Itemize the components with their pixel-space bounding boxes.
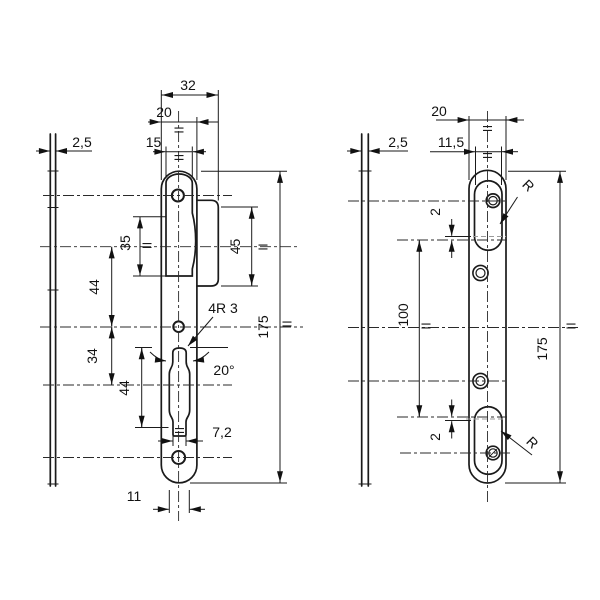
dim-left-tab-height: 45 [227, 239, 243, 255]
dim-right-slot-width: 11,5 [438, 134, 464, 150]
dim-left-overall-width: 32 [180, 77, 196, 93]
dim-right-thickness: 2,5 [388, 134, 408, 150]
dim-right-overall-height: 175 [534, 337, 550, 361]
note-corner-radius: 4R 3 [208, 300, 238, 316]
note-radius-bottom: R [523, 433, 541, 451]
dim-left-spacing-middle: 34 [84, 348, 100, 364]
bent-tab [196, 199, 220, 287]
note-radius-top: R [519, 176, 537, 194]
note-bend-angle: 20° [213, 362, 234, 378]
dim-right-slot-spacing: 100 [395, 303, 411, 327]
dim-left-cutout-width: 15 [146, 134, 162, 150]
right-extension-lines [468, 116, 566, 484]
left-dimensions: 2,5 32 20 15 35 45 44 [36, 77, 293, 513]
right-side-view [358, 133, 372, 487]
dim-left-overall-height: 175 [255, 315, 271, 339]
left-side-view [47, 133, 59, 487]
dim-left-cutout-height: 35 [117, 235, 133, 251]
dim-left-spacing-upper: 44 [86, 279, 102, 295]
dim-left-slot-length: 44 [116, 380, 132, 396]
left-centerlines [40, 111, 303, 521]
dim-right-offset-bottom: 2 [427, 433, 443, 441]
dim-right-offset-top: 2 [427, 208, 443, 216]
screw-slot-bottom [473, 405, 503, 476]
dim-left-slot-width: 11 [127, 488, 142, 504]
dim-left-plate-width: 20 [156, 104, 172, 120]
bolt-slot [168, 347, 191, 437]
dim-right-plate-width: 20 [431, 103, 447, 119]
dim-left-slot-waist: 7,2 [212, 424, 232, 440]
right-dimensions: 2,5 20 11,5 2 100 2 175 R R [347, 103, 577, 483]
ring-hole-upper [472, 264, 489, 282]
latch-cutout [165, 173, 197, 277]
dim-left-thickness: 2,5 [72, 134, 92, 150]
right-centerlines [348, 111, 578, 505]
